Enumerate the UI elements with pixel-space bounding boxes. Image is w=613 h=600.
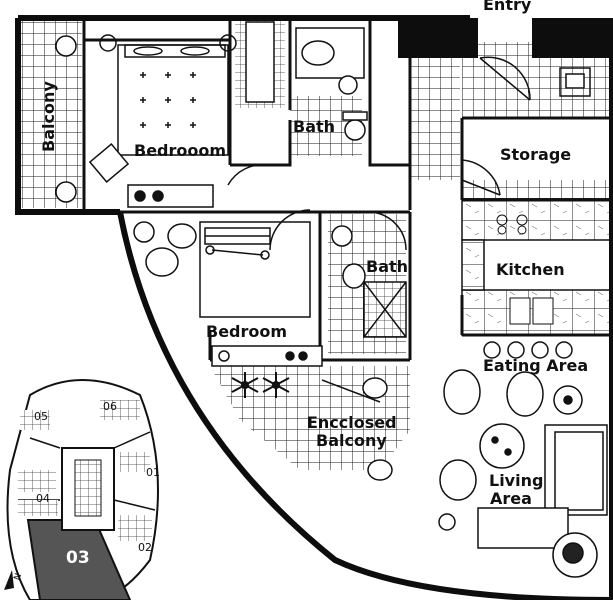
entry-door [479,56,591,101]
key-unit-04: 04 [36,492,50,505]
label-bedroom: Bedroom [206,322,288,341]
key-unit-01: 01 [146,466,160,479]
walls [15,15,613,600]
bath1-fixtures [295,27,368,141]
label-kitchen: Kitchen [496,260,565,279]
living-area-furniture [438,423,608,578]
label-storage: Storage [500,145,572,164]
label-master-bedroom: Bedrooom [134,141,227,160]
label-entry: Entry [483,0,532,14]
key-unit-06: 06 [103,400,117,413]
enclosed-balcony-furniture [231,372,393,481]
master-bed [99,34,237,156]
label-bath-1: Bath [293,117,336,136]
balcony-plants [55,35,77,203]
label-eating-area: Eating Area [483,356,589,375]
key-plan [4,379,159,600]
entry-columns [398,18,612,58]
label-enclosed-balcony-line1: Encclosed [307,413,397,432]
second-bed [199,221,311,318]
key-unit-02: 02 [138,541,152,554]
label-enclosed-balcony-line2: Balcony [316,431,387,450]
key-unit-05: 05 [34,410,48,423]
eating-area-furniture [443,341,583,417]
second-bedroom-furniture [133,209,323,367]
kitchen-counter [461,199,613,336]
label-living-area-line1: Living [489,471,544,490]
key-unit-03-highlighted: 03 [66,548,90,568]
label-bath-2: Bath [366,257,409,276]
storage-door [461,159,501,196]
label-living-area-line2: Area [490,489,532,508]
label-balcony: Balcony [39,81,58,152]
master-bedroom-furniture [88,21,275,208]
bath2-fixtures [331,211,407,338]
